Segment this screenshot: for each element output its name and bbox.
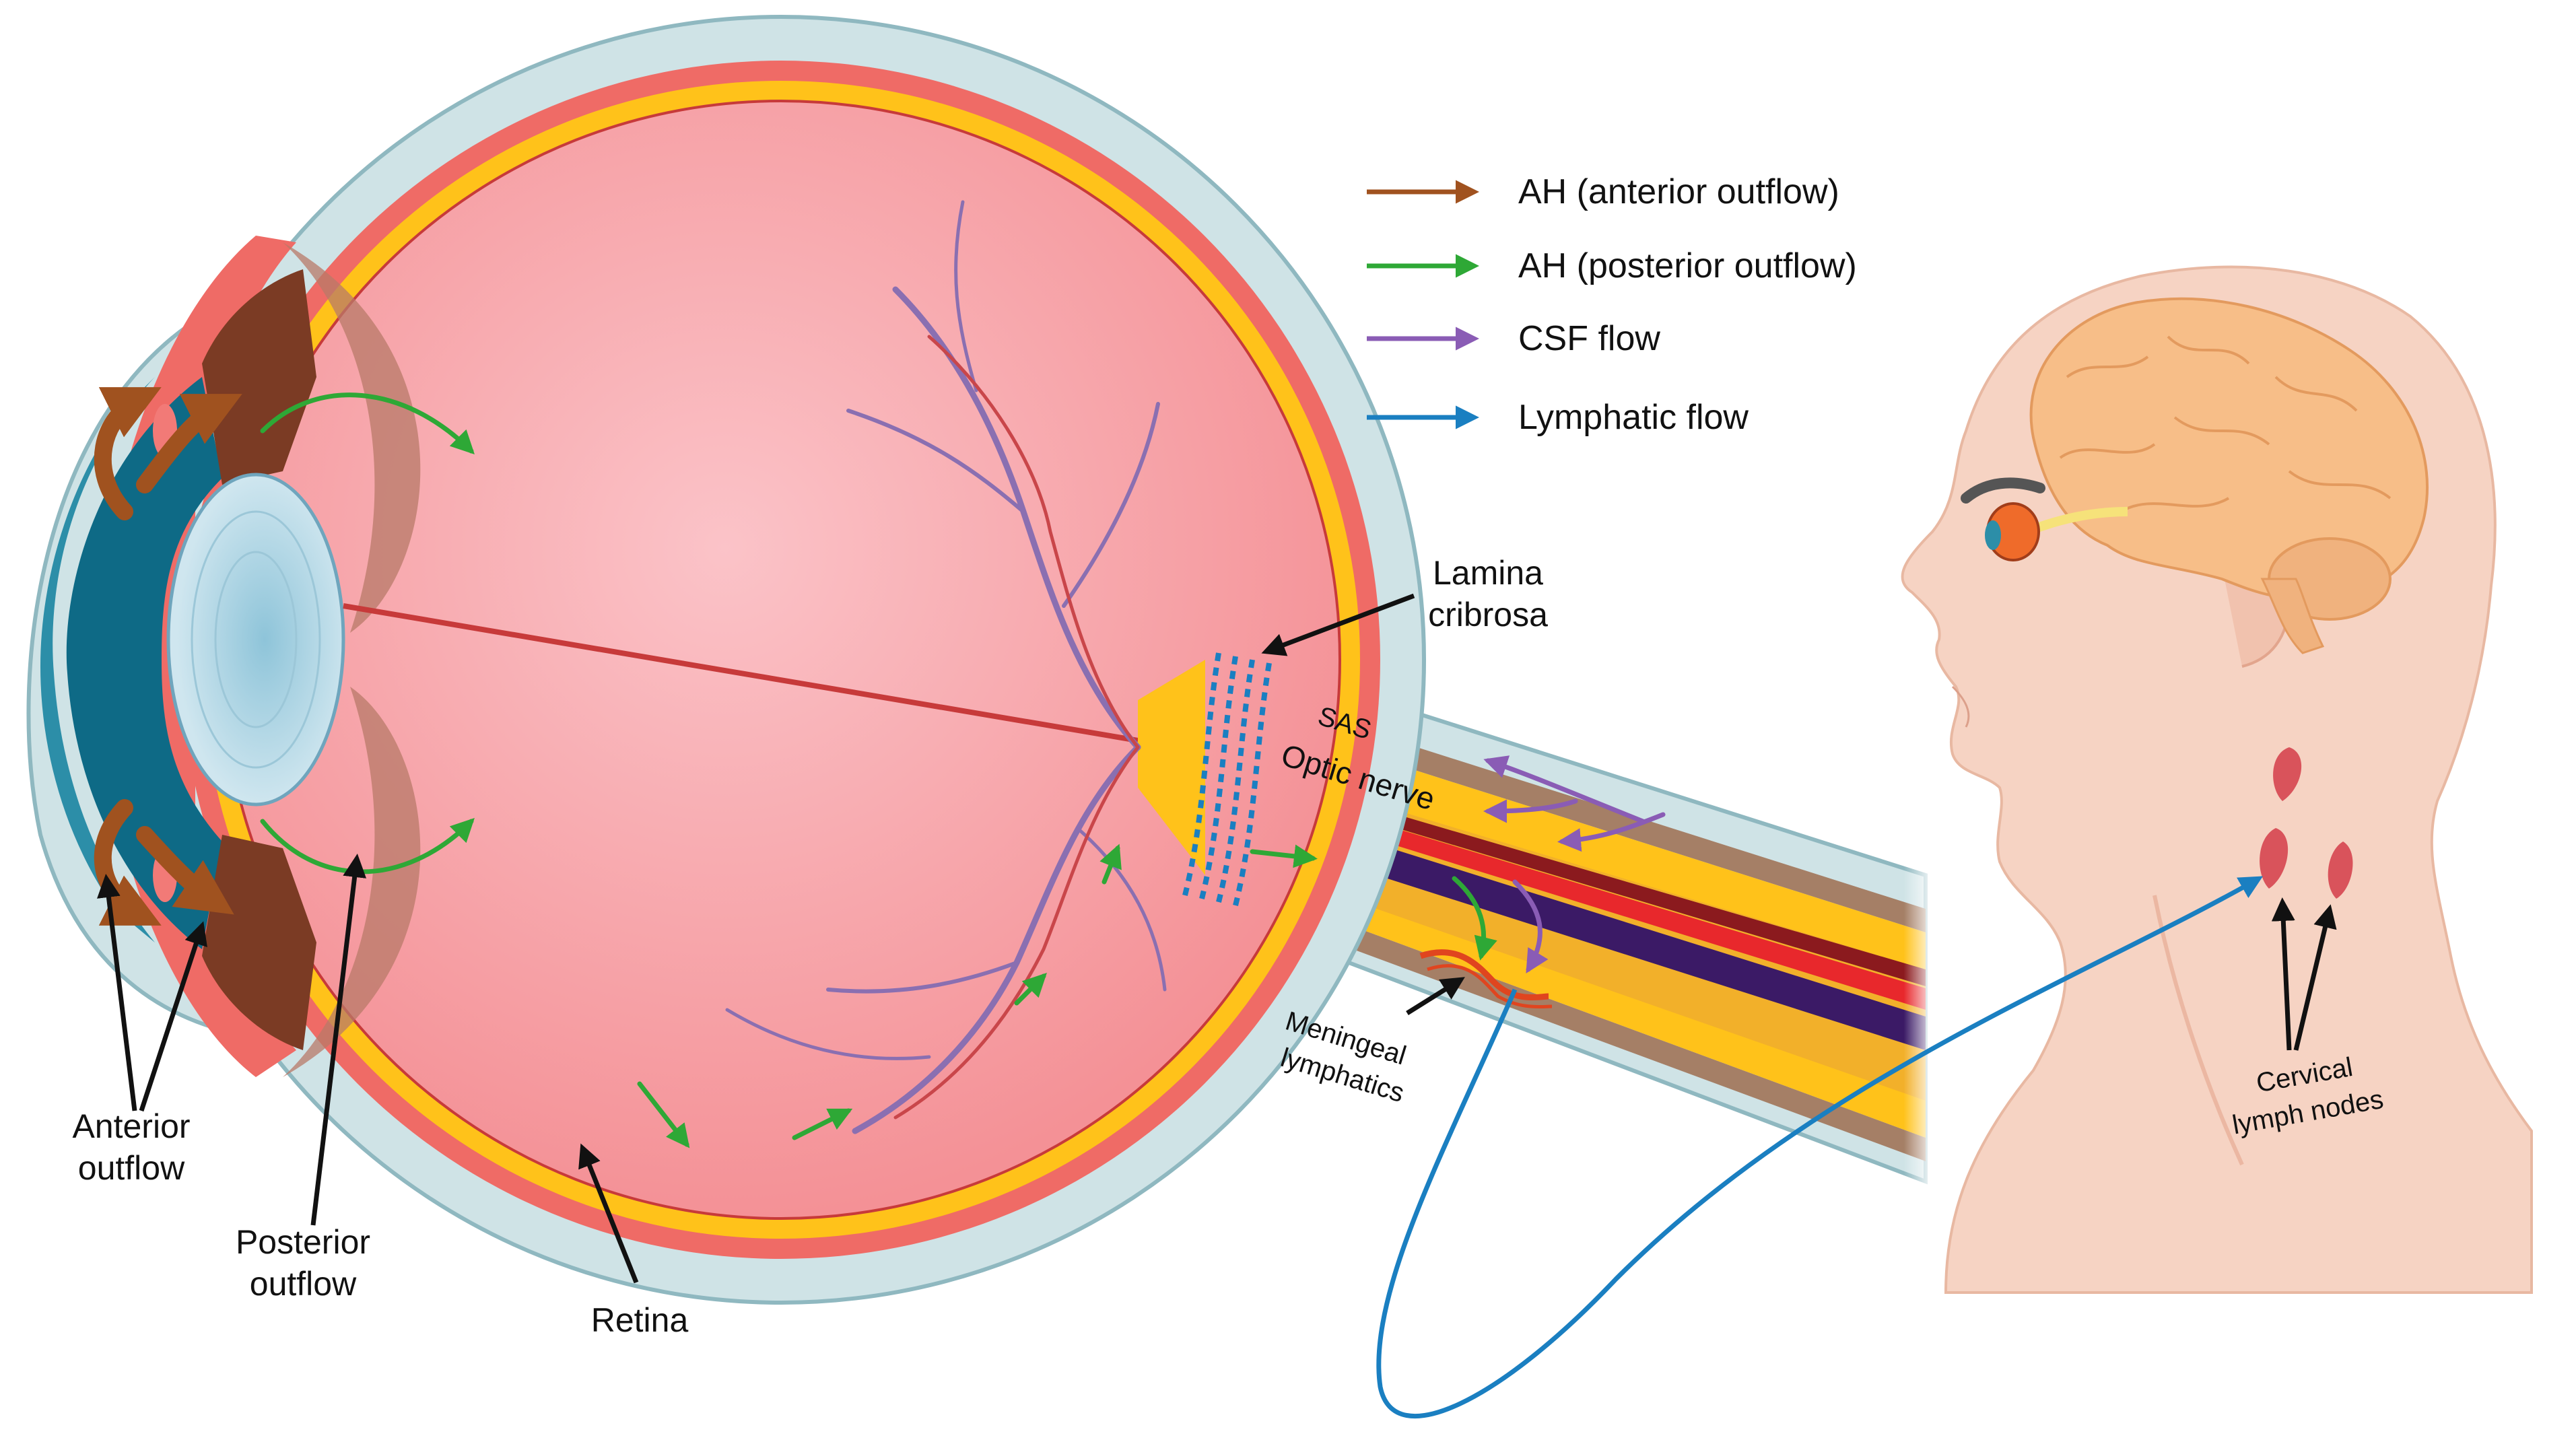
legend-label-anterior: AH (anterior outflow) [1518,172,1839,211]
anterior-outflow-arrows [94,387,242,926]
legend-label-lymphatic: Lymphatic flow [1518,398,1749,437]
eyeball [26,15,1426,1305]
label-lamina-2: cribrosa [1428,596,1548,633]
eyebrow [1961,477,2045,504]
label-anterior-outflow-1: Anterior [72,1107,190,1145]
brain [2029,297,2429,600]
lymph-node-1 [2273,747,2302,801]
lymph-node-2 [2260,828,2289,889]
vitreous-body [221,100,1341,1220]
brainstem [2260,578,2325,654]
lamina-cribrosa [1182,652,1272,906]
lens [166,473,345,806]
csf-flow-arrows [1483,755,1666,974]
legend-label-csf: CSF flow [1518,319,1660,358]
anterior-chamber-light [40,377,155,942]
zonule-bottom [283,687,421,1077]
callout-arrows [97,593,2337,1284]
label-anterior-outflow-2: outflow [78,1149,185,1187]
label-retina: Retina [591,1301,689,1339]
optic-disc [1138,660,1205,875]
posterior-outflow-arrows [260,392,1497,1148]
label-posterior-outflow-1: Posterior [236,1223,370,1261]
legend-label-posterior: AH (posterior outflow) [1518,246,1857,285]
lymph-node-3 [2328,841,2353,899]
hyaloid-canal [343,603,1139,743]
retinal-vessels [725,200,1167,1134]
legend: AH (anterior outflow) AH (posterior outf… [1367,172,1857,437]
meningeal-lymphatic-vessel [1419,949,1549,1001]
lymphatic-flow-arrow [1376,876,2264,1419]
label-lamina-1: Lamina [1433,554,1543,592]
head-profile [1901,265,2533,1294]
label-posterior-outflow-2: outflow [250,1265,357,1303]
zonule-top [283,242,421,633]
dura-bottom [1198,872,1926,1161]
anterior-chamber [66,377,222,949]
